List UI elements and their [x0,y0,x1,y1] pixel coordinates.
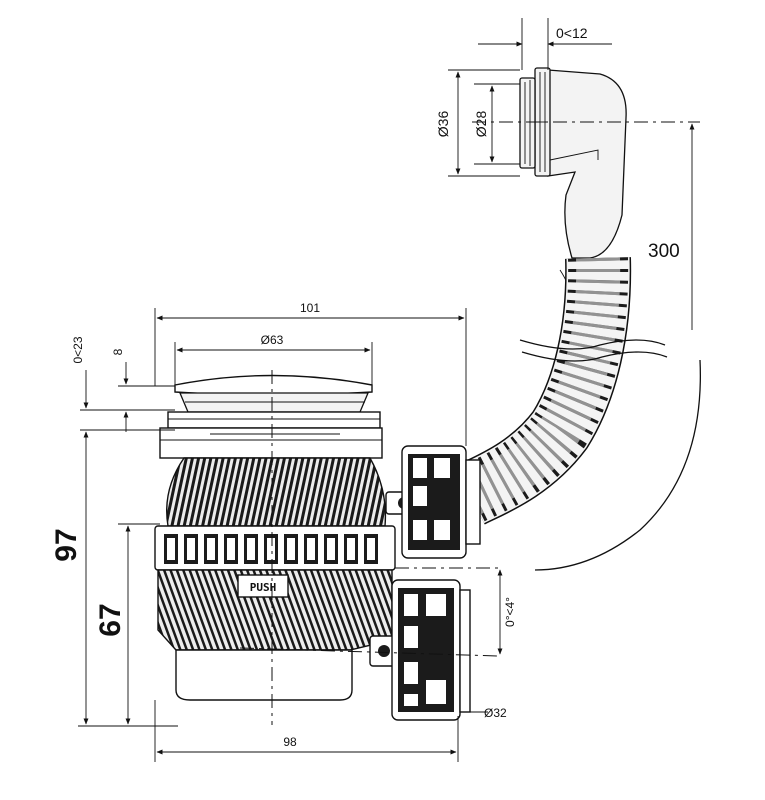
outer-diameter-label: Ø36 [435,111,451,138]
flexible-hose [455,257,668,525]
inner-diameter-label: Ø28 [473,111,489,138]
dimension-labels: 0<12 Ø36 Ø28 300 101 Ø63 0<23 8 97 67 0°… [50,25,680,749]
total-height-label: 97 [50,528,83,561]
base-width-label: 98 [283,735,297,749]
dimension-lines [78,18,702,762]
lower-height-label: 67 [94,603,127,636]
outlet-connector [369,579,471,721]
drain-body: PUSH [154,374,396,701]
outlet-range-label: 0<12 [556,25,588,41]
center-lines [239,121,700,725]
step-8-label: 8 [111,348,125,355]
total-width-label: 101 [300,301,320,315]
push-label: PUSH [250,581,277,594]
range-top-label: 0<23 [71,336,85,363]
plug-diameter-label: Ø63 [261,333,284,347]
hose-length-label: 300 [648,241,680,262]
outlet-diameter-label: Ø32 [484,706,507,720]
angle-range-label: 0°<4° [503,597,517,627]
hose-connector [385,445,481,559]
